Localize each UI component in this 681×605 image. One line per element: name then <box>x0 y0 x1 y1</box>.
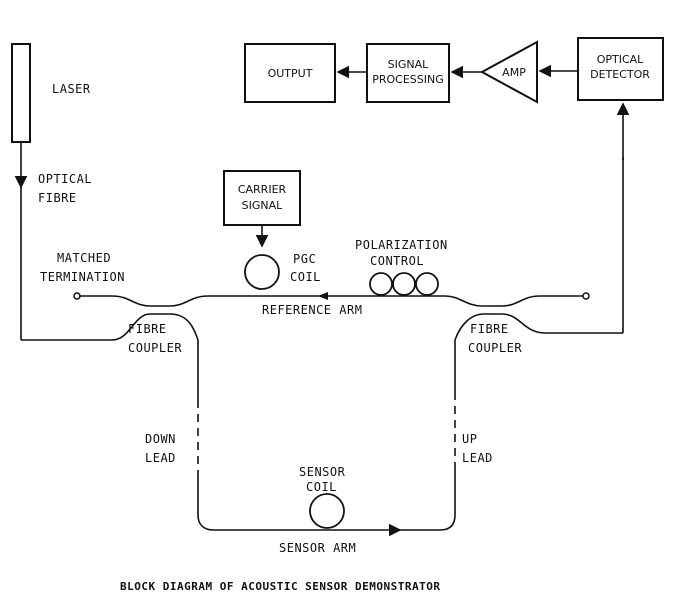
amp-label: AMP <box>502 66 526 79</box>
matched-termination-label-1: MATCHED <box>57 251 111 265</box>
reference-arm-label: REFERENCE ARM <box>262 303 362 317</box>
fibre-coupler-right-label-2: COUPLER <box>468 341 522 355</box>
fibre-coupler-right-label-1: FIBRE <box>470 322 509 336</box>
optical-fibre-label-2: FIBRE <box>38 191 77 205</box>
up-lead-label-2: LEAD <box>462 451 493 465</box>
up-lead-lower <box>398 470 456 531</box>
signal-processing-label-1: SIGNAL <box>388 58 430 71</box>
carrier-signal-label-2: SIGNAL <box>242 199 284 212</box>
polarization-control-label-2: CONTROL <box>370 254 424 268</box>
pgc-coil <box>244 254 280 290</box>
fibre-coupler-left-label-1: FIBRE <box>128 322 167 336</box>
optical-detector-label-1: OPTICAL <box>597 53 644 66</box>
left-coupler-lower <box>21 313 199 341</box>
sensor-coil-label-2: COIL <box>306 480 337 494</box>
down-lead-label-2: LEAD <box>145 451 176 465</box>
right-coupler-upper <box>444 295 583 307</box>
pgc-coil-label-2: COIL <box>290 270 321 284</box>
pgc-coil-label-1: PGC <box>293 252 316 266</box>
signal-processing-block <box>366 43 450 103</box>
polarization-loop-3 <box>415 272 439 296</box>
optical-detector-label-2: DETECTOR <box>590 68 650 81</box>
laser-label: LASER <box>52 82 91 96</box>
polarization-loop-1 <box>369 272 393 296</box>
sensor-arm-label: SENSOR ARM <box>279 541 356 555</box>
amp-triangle <box>479 40 538 104</box>
fibre-coupler-left-label-2: COUPLER <box>128 341 182 355</box>
sensor-coil-label-1: SENSOR <box>299 465 346 479</box>
down-lead-lower <box>197 470 310 531</box>
right-termination-node <box>582 292 590 300</box>
carrier-signal-label-1: CARRIER <box>238 183 287 196</box>
up-lead-label-1: UP <box>462 432 477 446</box>
sensor-coil <box>309 493 345 529</box>
output-block <box>244 43 336 103</box>
polarization-loop-2 <box>392 272 416 296</box>
optical-fibre-label-1: OPTICAL <box>38 172 92 186</box>
reference-arm-arrow <box>318 292 328 300</box>
laser-block <box>11 43 31 143</box>
carrier-signal-block <box>223 170 301 226</box>
diagram-caption: BLOCK DIAGRAM OF ACOUSTIC SENSOR DEMONST… <box>120 580 441 593</box>
right-coupler-lower <box>454 313 623 341</box>
output-label: OUTPUT <box>268 67 313 80</box>
matched-termination-node <box>73 292 81 300</box>
left-coupler-upper <box>80 295 209 307</box>
signal-processing-label-2: PROCESSING <box>372 73 444 86</box>
polarization-control-label-1: POLARIZATION <box>355 238 448 252</box>
down-lead-label-1: DOWN <box>145 432 176 446</box>
matched-termination-label-2: TERMINATION <box>40 270 125 284</box>
optical-detector-block <box>577 37 664 101</box>
